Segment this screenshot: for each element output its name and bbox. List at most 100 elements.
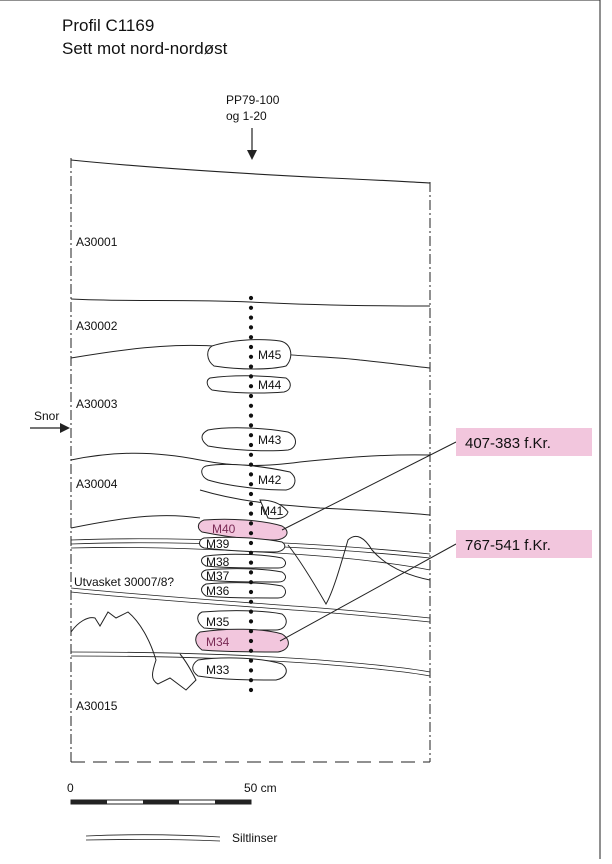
date-box-m40 — [456, 428, 592, 456]
sample-dot — [248, 462, 254, 467]
boundary-a30004-lower — [199, 489, 431, 516]
sample-m39 — [199, 536, 286, 553]
sample-dot — [248, 374, 254, 379]
sample-dot — [248, 580, 254, 585]
sample-dot — [248, 433, 254, 438]
sample-dot — [248, 472, 254, 477]
sample-dot — [248, 403, 254, 408]
sample-dot — [248, 482, 254, 487]
sample-dot — [248, 305, 254, 310]
date-box-m34 — [456, 530, 592, 558]
leader-line-m40 — [281, 441, 457, 531]
boundary-a30001-a30002 — [70, 298, 431, 307]
sample-dot-column — [248, 295, 254, 693]
sample-dot — [248, 638, 254, 644]
sample-dot — [248, 687, 254, 693]
sample-dot — [248, 335, 254, 340]
sample-m37 — [201, 568, 286, 583]
sample-m41 — [259, 499, 289, 520]
sample-dot — [248, 393, 254, 399]
reference-arrow — [247, 128, 257, 160]
sample-dot — [248, 658, 254, 663]
boundary-a30004-left — [70, 515, 201, 529]
sample-m43 — [201, 427, 296, 452]
irregular-feature — [70, 611, 197, 691]
sample-dot — [248, 540, 254, 546]
reference-line2: og 1-20 — [226, 109, 267, 123]
sample-label-m44: M44 — [258, 378, 282, 392]
title-line1: Profil C1169 — [62, 16, 154, 35]
sample-dot — [248, 668, 254, 673]
sample-m36 — [201, 582, 286, 599]
sample-label-m40: M40 — [212, 522, 236, 536]
sample-label-m33: M33 — [206, 663, 230, 677]
sample-dot — [248, 531, 254, 536]
sample-dot — [248, 452, 254, 457]
sample-label-m45: M45 — [258, 348, 282, 362]
ground-surface — [70, 159, 431, 184]
layer-label-a30015: A30015 — [76, 699, 118, 713]
sample-dot — [248, 599, 254, 604]
sample-dot — [248, 354, 254, 359]
layer-label-a30002: A30002 — [76, 319, 118, 333]
scale-bar — [70, 799, 252, 805]
sample-label-m41: M41 — [260, 504, 284, 518]
reference-line1: PP79-100 — [226, 93, 280, 107]
sample-dot — [248, 521, 254, 526]
sample-label-m43: M43 — [258, 433, 282, 447]
sample-dot — [248, 315, 254, 320]
leader-line-m34 — [279, 543, 457, 642]
layer-label-a30004: A30004 — [76, 477, 118, 491]
sample-dot — [248, 619, 254, 624]
sample-m38 — [201, 553, 286, 569]
sample-m35 — [197, 610, 287, 631]
sample-dot — [248, 423, 254, 428]
sample-dot — [248, 384, 254, 389]
date-label-m34: 767-541 f.Kr. — [465, 537, 551, 554]
layer-label-a30001: A30001 — [76, 235, 118, 249]
siltlinser-upper — [70, 538, 431, 571]
sample-dot — [248, 609, 254, 614]
sample-label-m35: M35 — [206, 615, 230, 629]
layer-label-washed: Utvasket 30007/8? — [74, 575, 174, 589]
sample-dot — [248, 501, 254, 506]
sample-dot — [248, 589, 254, 595]
sample-dot — [248, 629, 254, 634]
siltlinser-legend-symbol — [85, 834, 221, 842]
sample-m34 — [195, 628, 289, 653]
sample-m40 — [197, 518, 288, 541]
sample-dot — [248, 442, 254, 448]
sample-dot — [248, 511, 254, 516]
sample-m42 — [201, 463, 296, 491]
date-label-m40: 407-383 f.Kr. — [465, 435, 551, 452]
sample-label-m37: M37 — [206, 569, 230, 583]
sample-dot — [248, 491, 254, 497]
sample-m45 — [207, 339, 292, 370]
pit-feature — [287, 535, 431, 606]
legend-label-siltlinser: Siltlinser — [232, 831, 277, 845]
sample-m33 — [192, 657, 287, 681]
sample-dot — [248, 570, 254, 575]
sample-label-m39: M39 — [206, 537, 230, 551]
sample-dot — [248, 648, 254, 653]
scale-label-start: 0 — [67, 781, 74, 795]
sample-dot — [248, 344, 254, 350]
siltlinser-lower — [70, 587, 431, 677]
sample-dot — [248, 413, 254, 418]
layer-label-a30003: A30003 — [76, 397, 118, 411]
sample-label-m34: M34 — [206, 635, 230, 649]
sample-label-m36: M36 — [206, 584, 230, 598]
snor-label: Snor — [34, 409, 59, 423]
scale-label-end: 50 cm — [244, 781, 277, 795]
sample-dot — [248, 325, 254, 330]
title-line2: Sett mot nord-nordøst — [62, 39, 228, 58]
outer-frame — [0, 0, 601, 859]
sample-label-m38: M38 — [206, 555, 230, 569]
sample-dot — [248, 560, 254, 565]
sample-dot — [248, 364, 254, 369]
sample-dot — [248, 295, 254, 301]
sample-dot — [248, 550, 254, 555]
snor-arrow — [30, 423, 70, 433]
